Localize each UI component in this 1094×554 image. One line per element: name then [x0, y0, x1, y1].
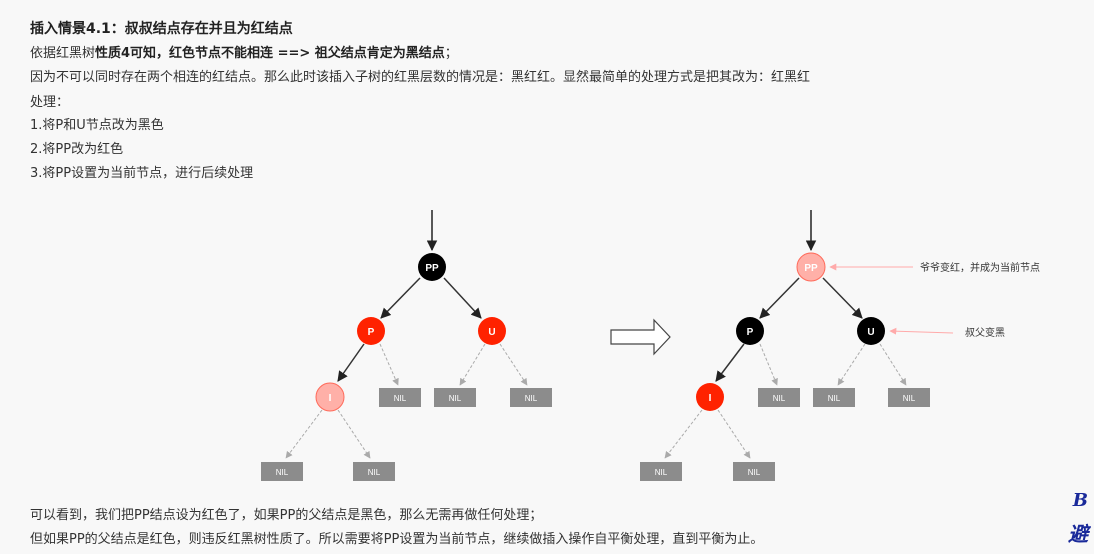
edge-p-i: [337, 343, 365, 382]
node-i: [696, 383, 724, 411]
nil-label: NIL: [449, 394, 462, 403]
edge-u-nil-left: [837, 343, 866, 386]
transform-arrow-icon: [610, 318, 671, 356]
nil-leaf: [353, 462, 395, 481]
node-p-label: P: [747, 327, 754, 338]
process-label: 处理：: [30, 95, 70, 110]
nil-leaf: [379, 388, 421, 407]
rb-tree-diagram: PP P U I NIL NIL NIL NIL NIL PP P: [261, 210, 1040, 481]
nil-label: NIL: [655, 468, 668, 477]
nil-leaf: [733, 462, 775, 481]
edge-pp-p: [759, 277, 800, 319]
node-i-label: I: [709, 393, 712, 404]
nil-label: NIL: [368, 468, 381, 477]
edge-p-i: [715, 343, 745, 382]
node-pp-label: PP: [425, 263, 439, 274]
edge-pp-u: [443, 277, 482, 319]
edge-i-nil-right: [337, 409, 371, 459]
node-u-label: U: [867, 327, 874, 338]
conclusion-line-1: 可以看到，我们把PP结点设为红色了，如果PP的父结点是黑色，那么无需再做任何处理…: [30, 508, 543, 523]
explanation-line: 因为不可以同时存在两个相连的红结点。那么此时该插入子树的红黑层数的情况是：黑红红…: [30, 70, 811, 85]
corner-watermark-top: B: [1072, 490, 1088, 511]
step-2: 2.将PP改为红色: [30, 142, 124, 157]
edge-p-nil: [379, 343, 399, 386]
node-u-label: U: [488, 327, 495, 338]
note-pp: 爷爷变红，并成为当前节点: [920, 261, 1040, 274]
node-i: [315, 382, 345, 412]
intro-prefix: 依据红黑树: [30, 46, 96, 61]
nil-label: NIL: [525, 394, 538, 403]
edge-u-nil-right: [879, 343, 907, 386]
before-tree: PP P U I NIL NIL NIL NIL NIL: [261, 210, 552, 481]
note-u: 叔父变黑: [965, 326, 1005, 339]
nil-label: NIL: [903, 394, 916, 403]
nil-label: NIL: [828, 394, 841, 403]
after-tree: PP P U I NIL NIL NIL NIL NIL 爷爷变红，并成为当前节…: [640, 210, 1040, 481]
nil-label: NIL: [394, 394, 407, 403]
edge-i-nil-left: [664, 409, 703, 459]
nil-leaf: [888, 388, 930, 407]
nil-label: NIL: [773, 394, 786, 403]
edge-u-nil-left: [459, 343, 486, 386]
nil-leaf: [434, 388, 476, 407]
nil-leaf: [758, 388, 800, 407]
edge-i-nil-left: [285, 409, 323, 459]
step-1: 1.将P和U节点改为黑色: [30, 118, 164, 133]
nil-label: NIL: [748, 468, 761, 477]
nil-label: NIL: [276, 468, 289, 477]
edge-pp-u: [822, 277, 863, 319]
nil-leaf: [510, 388, 552, 407]
conclusion-line-2: 但如果PP的父结点是红色，则违反红黑树性质了。所以需要将PP设置为当前节点，继续…: [30, 532, 764, 547]
node-p-label: P: [368, 327, 375, 338]
edge-i-nil-right: [717, 409, 751, 459]
edge-u-nil-right: [499, 343, 528, 386]
node-u: [478, 317, 506, 345]
intro-suffix: ；: [444, 46, 458, 61]
edge-p-nil: [759, 343, 778, 386]
section-heading: 插入情景4.1：叔叔结点存在并且为红结点: [30, 21, 293, 37]
node-pp-label: PP: [804, 263, 818, 274]
edge-pp-p: [380, 277, 421, 319]
node-p: [736, 317, 764, 345]
step-3: 3.将PP设置为当前节点，进行后续处理: [30, 166, 254, 181]
note-u-pointer: [889, 327, 954, 335]
node-p: [357, 317, 385, 345]
nil-leaf: [261, 462, 303, 481]
nil-leaf: [813, 388, 855, 407]
nil-leaf: [640, 462, 682, 481]
node-u: [857, 317, 885, 345]
node-i-label: I: [329, 393, 332, 404]
node-pp: [796, 252, 826, 282]
intro-line: 依据红黑树性质4可知，红色节点不能相连 ==> 祖父结点肯定为黑结点；: [30, 43, 458, 65]
node-pp: [418, 253, 446, 281]
intro-bold: 性质4可知，红色节点不能相连 ==> 祖父结点肯定为黑结点: [95, 46, 445, 61]
corner-watermark-bottom: 避: [1068, 522, 1088, 546]
